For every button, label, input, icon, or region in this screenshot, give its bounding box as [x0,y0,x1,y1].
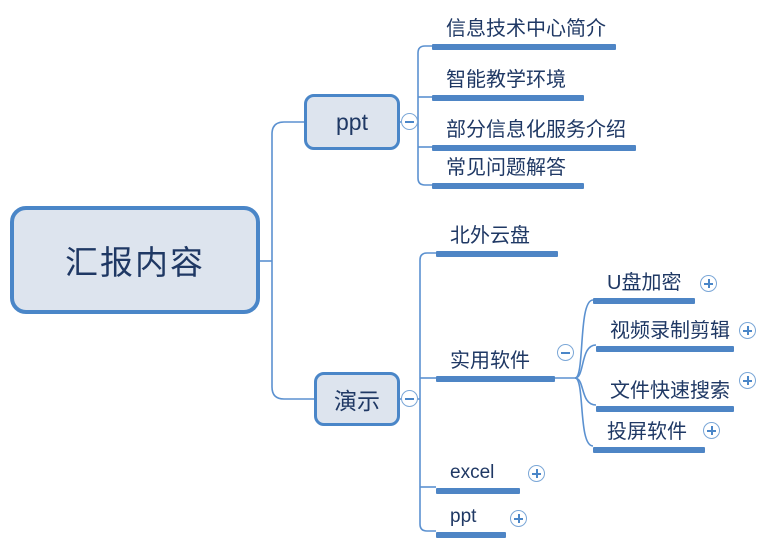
leaf-label: 智能教学环境 [446,69,566,91]
leaf-underline [596,346,734,352]
expand-toggle-video-record[interactable] [739,322,756,339]
leaf-underline [436,376,555,382]
leaf-underline [593,298,695,304]
leaf-underline [432,183,584,189]
leaf-underline [593,447,705,453]
leaf-label: excel [450,462,495,483]
collapse-toggle-useful-software[interactable] [557,344,574,361]
leaf-node-screen-cast[interactable]: 投屏软件 [593,419,705,453]
leaf-underline [436,532,506,538]
leaf-underline [432,95,584,101]
leaf-underline [432,145,636,151]
expand-toggle-excel[interactable] [528,465,545,482]
leaf-underline [432,44,616,50]
leaf-label: 信息技术中心简介 [446,18,606,40]
leaf-label: 实用软件 [450,350,530,372]
leaf-node-bfsu-cloud[interactable]: 北外云盘 [436,223,558,257]
leaf-underline [436,488,520,494]
leaf-label: 常见问题解答 [446,157,566,179]
leaf-node-intro-center[interactable]: 信息技术中心简介 [432,16,616,50]
expand-toggle-screen-cast[interactable] [703,422,720,439]
leaf-label: 北外云盘 [450,225,530,247]
branch-node-yanshi-label: 演示 [334,388,380,414]
leaf-node-usb-encrypt[interactable]: U盘加密 [593,270,695,304]
expand-toggle-file-search[interactable] [739,372,756,389]
leaf-label: 视频录制剪辑 [610,320,730,342]
branch-node-yanshi[interactable]: 演示 [314,372,400,426]
leaf-label: ppt [450,506,477,527]
root-node-label: 汇报内容 [65,244,205,281]
leaf-underline [436,251,558,257]
expand-toggle-usb-encrypt[interactable] [700,275,717,292]
leaf-underline [596,406,734,412]
leaf-label: 文件快速搜索 [610,380,730,402]
root-node[interactable]: 汇报内容 [10,206,260,314]
node-useful-software[interactable]: 实用软件 [436,348,555,382]
branch-node-ppt-label: ppt [336,108,368,135]
leaf-label: 投屏软件 [607,421,687,443]
leaf-node-ppt[interactable]: ppt [436,504,506,538]
leaf-node-excel[interactable]: excel [436,460,520,494]
collapse-toggle-ppt[interactable] [401,113,418,130]
leaf-node-file-search[interactable]: 文件快速搜索 [596,378,734,412]
leaf-node-video-record[interactable]: 视频录制剪辑 [596,318,734,352]
leaf-node-it-services[interactable]: 部分信息化服务介绍 [432,117,636,151]
collapse-toggle-yanshi[interactable] [401,390,418,407]
expand-toggle-ppt-leaf[interactable] [510,510,527,527]
leaf-node-smart-teaching[interactable]: 智能教学环境 [432,67,584,101]
leaf-label: 部分信息化服务介绍 [446,119,626,141]
leaf-node-faq[interactable]: 常见问题解答 [432,155,584,189]
leaf-label: U盘加密 [607,272,682,294]
branch-node-ppt[interactable]: ppt [304,94,400,150]
